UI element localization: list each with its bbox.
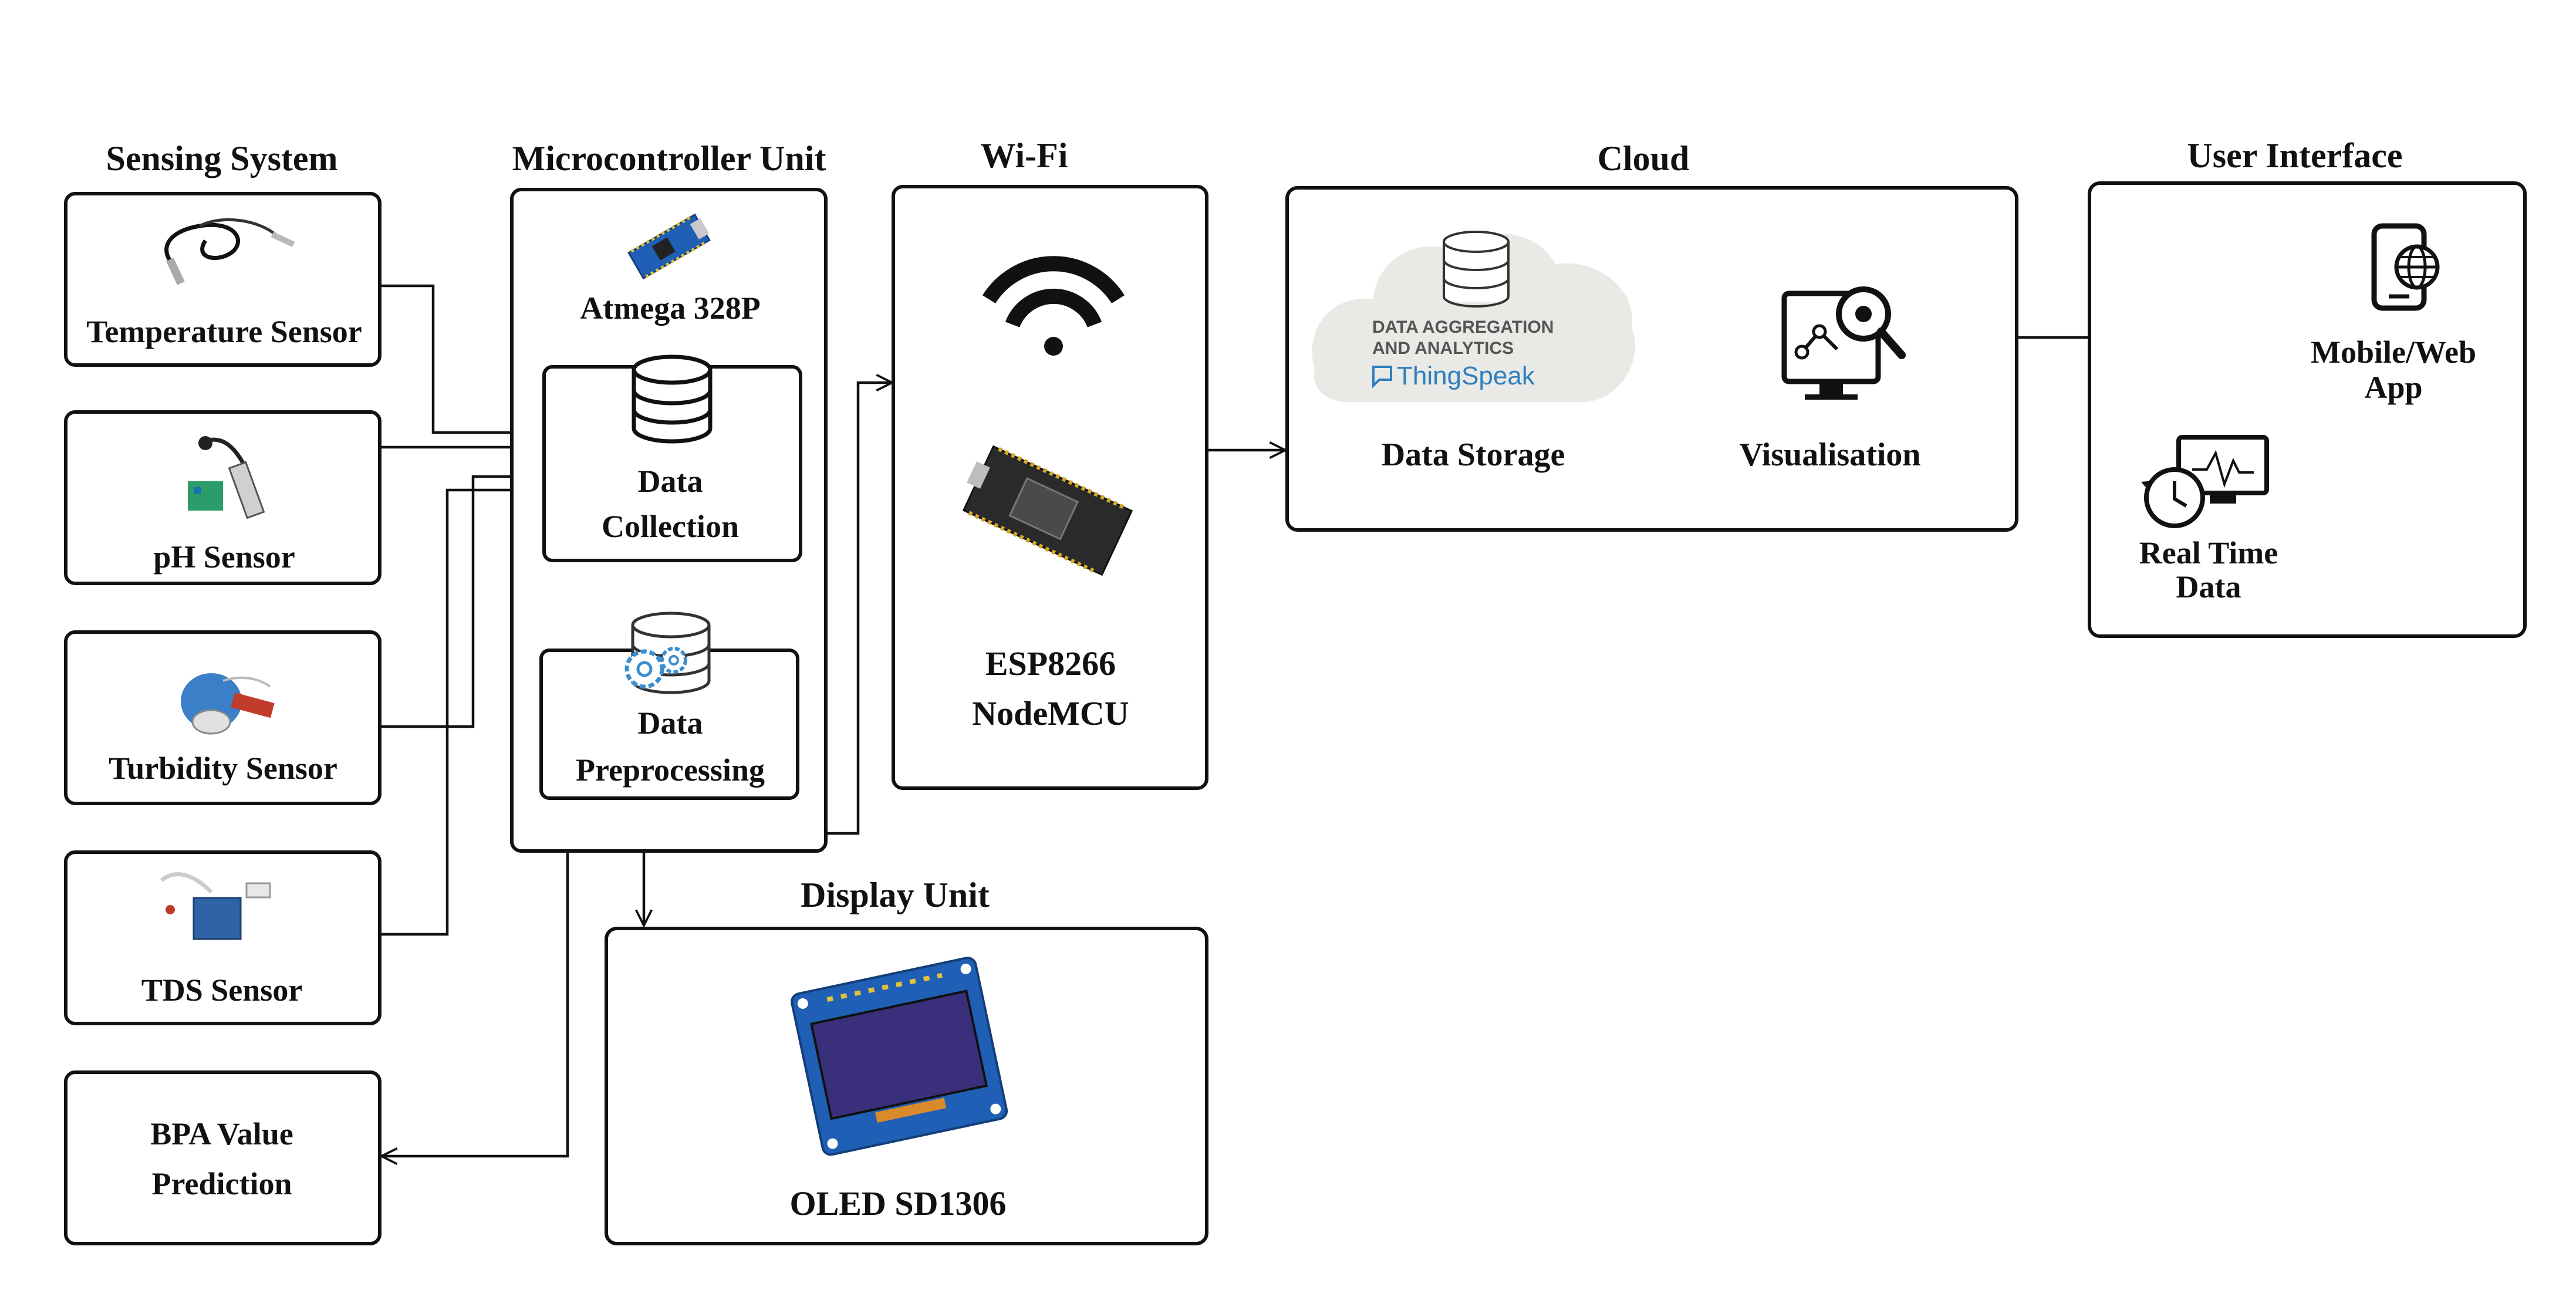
wifi-icon <box>983 256 1125 356</box>
real-time-label-line2: Data <box>2176 569 2241 604</box>
nodemcu-label: NodeMCU <box>972 694 1129 732</box>
nodemcu-board-icon <box>962 445 1133 576</box>
thingspeak-tagline-line1: DATA AGGREGATION <box>1372 318 1554 337</box>
data-preprocessing-line1: Data <box>638 705 703 741</box>
arduino-nano-icon <box>627 213 711 280</box>
data-preprocessing-line2: Preprocessing <box>576 752 765 788</box>
wifi-block: ESP8266 NodeMCU <box>892 185 1208 790</box>
turbidity-sensor-label: Turbidity Sensor <box>109 751 337 786</box>
oled-display-icon <box>791 957 1008 1156</box>
visualisation-label: Visualisation <box>1739 437 1920 473</box>
esp8266-label: ESP8266 <box>985 644 1116 683</box>
ph-probe-icon <box>188 436 265 519</box>
tds-sensor-label: TDS Sensor <box>141 972 303 1008</box>
data-collection-line1: Data <box>638 464 703 499</box>
turbidity-sensor-block: Turbidity Sensor <box>64 630 381 805</box>
mobile-web-icon <box>2371 223 2440 311</box>
microcontroller-unit-block: Atmega 328P Data Collection Data Preproc… <box>510 188 828 853</box>
data-storage-label: Data Storage <box>1382 437 1565 473</box>
tds-probe-icon <box>160 872 271 940</box>
ph-sensor-label: pH Sensor <box>153 539 295 575</box>
bpa-label-line2: Prediction <box>152 1166 292 1201</box>
section-title-ui: User Interface <box>2187 136 2402 175</box>
oled-label: OLED SD1306 <box>789 1184 1006 1222</box>
user-interface-block: Mobile/Web App Real Time Data <box>2088 181 2527 638</box>
mobile-web-label-line2: App <box>2364 370 2422 405</box>
ph-sensor-block: pH Sensor <box>64 410 381 585</box>
section-title-sensing: Sensing System <box>106 139 337 178</box>
real-time-data-icon <box>2141 435 2269 528</box>
temperature-sensor-block: Temperature Sensor <box>64 192 381 367</box>
cloud-block: DATA AGGREGATION AND ANALYTICS ThingSpea… <box>1285 186 2018 532</box>
preprocessing-gear-database-icon <box>624 612 711 694</box>
visualisation-icon <box>1781 286 1906 400</box>
temperature-sensor-label: Temperature Sensor <box>86 314 362 349</box>
turbidity-probe-icon <box>181 673 275 735</box>
atmega-label: Atmega 328P <box>580 291 760 326</box>
thingspeak-cloud-icon: DATA AGGREGATION AND ANALYTICS ThingSpea… <box>1312 231 1636 402</box>
mobile-web-label-line1: Mobile/Web <box>2311 335 2476 370</box>
temperature-probe-icon <box>164 218 295 285</box>
bpa-label-line1: BPA Value <box>150 1116 293 1151</box>
data-collection-line2: Collection <box>602 509 739 544</box>
section-title-display: Display Unit <box>801 876 990 914</box>
thingspeak-logo: ThingSpeak <box>1397 362 1535 390</box>
bpa-prediction-block: BPA Value Prediction <box>64 1070 381 1245</box>
section-title-cloud: Cloud <box>1598 139 1690 178</box>
thingspeak-tagline-line2: AND ANALYTICS <box>1372 339 1514 358</box>
tds-sensor-block: TDS Sensor <box>64 850 381 1025</box>
real-time-label-line1: Real Time <box>2139 535 2278 570</box>
section-title-wifi: Wi-Fi <box>981 136 1068 175</box>
section-title-mcu: Microcontroller Unit <box>512 139 826 178</box>
database-icon <box>632 354 713 444</box>
display-unit-block: OLED SD1306 <box>605 927 1208 1245</box>
